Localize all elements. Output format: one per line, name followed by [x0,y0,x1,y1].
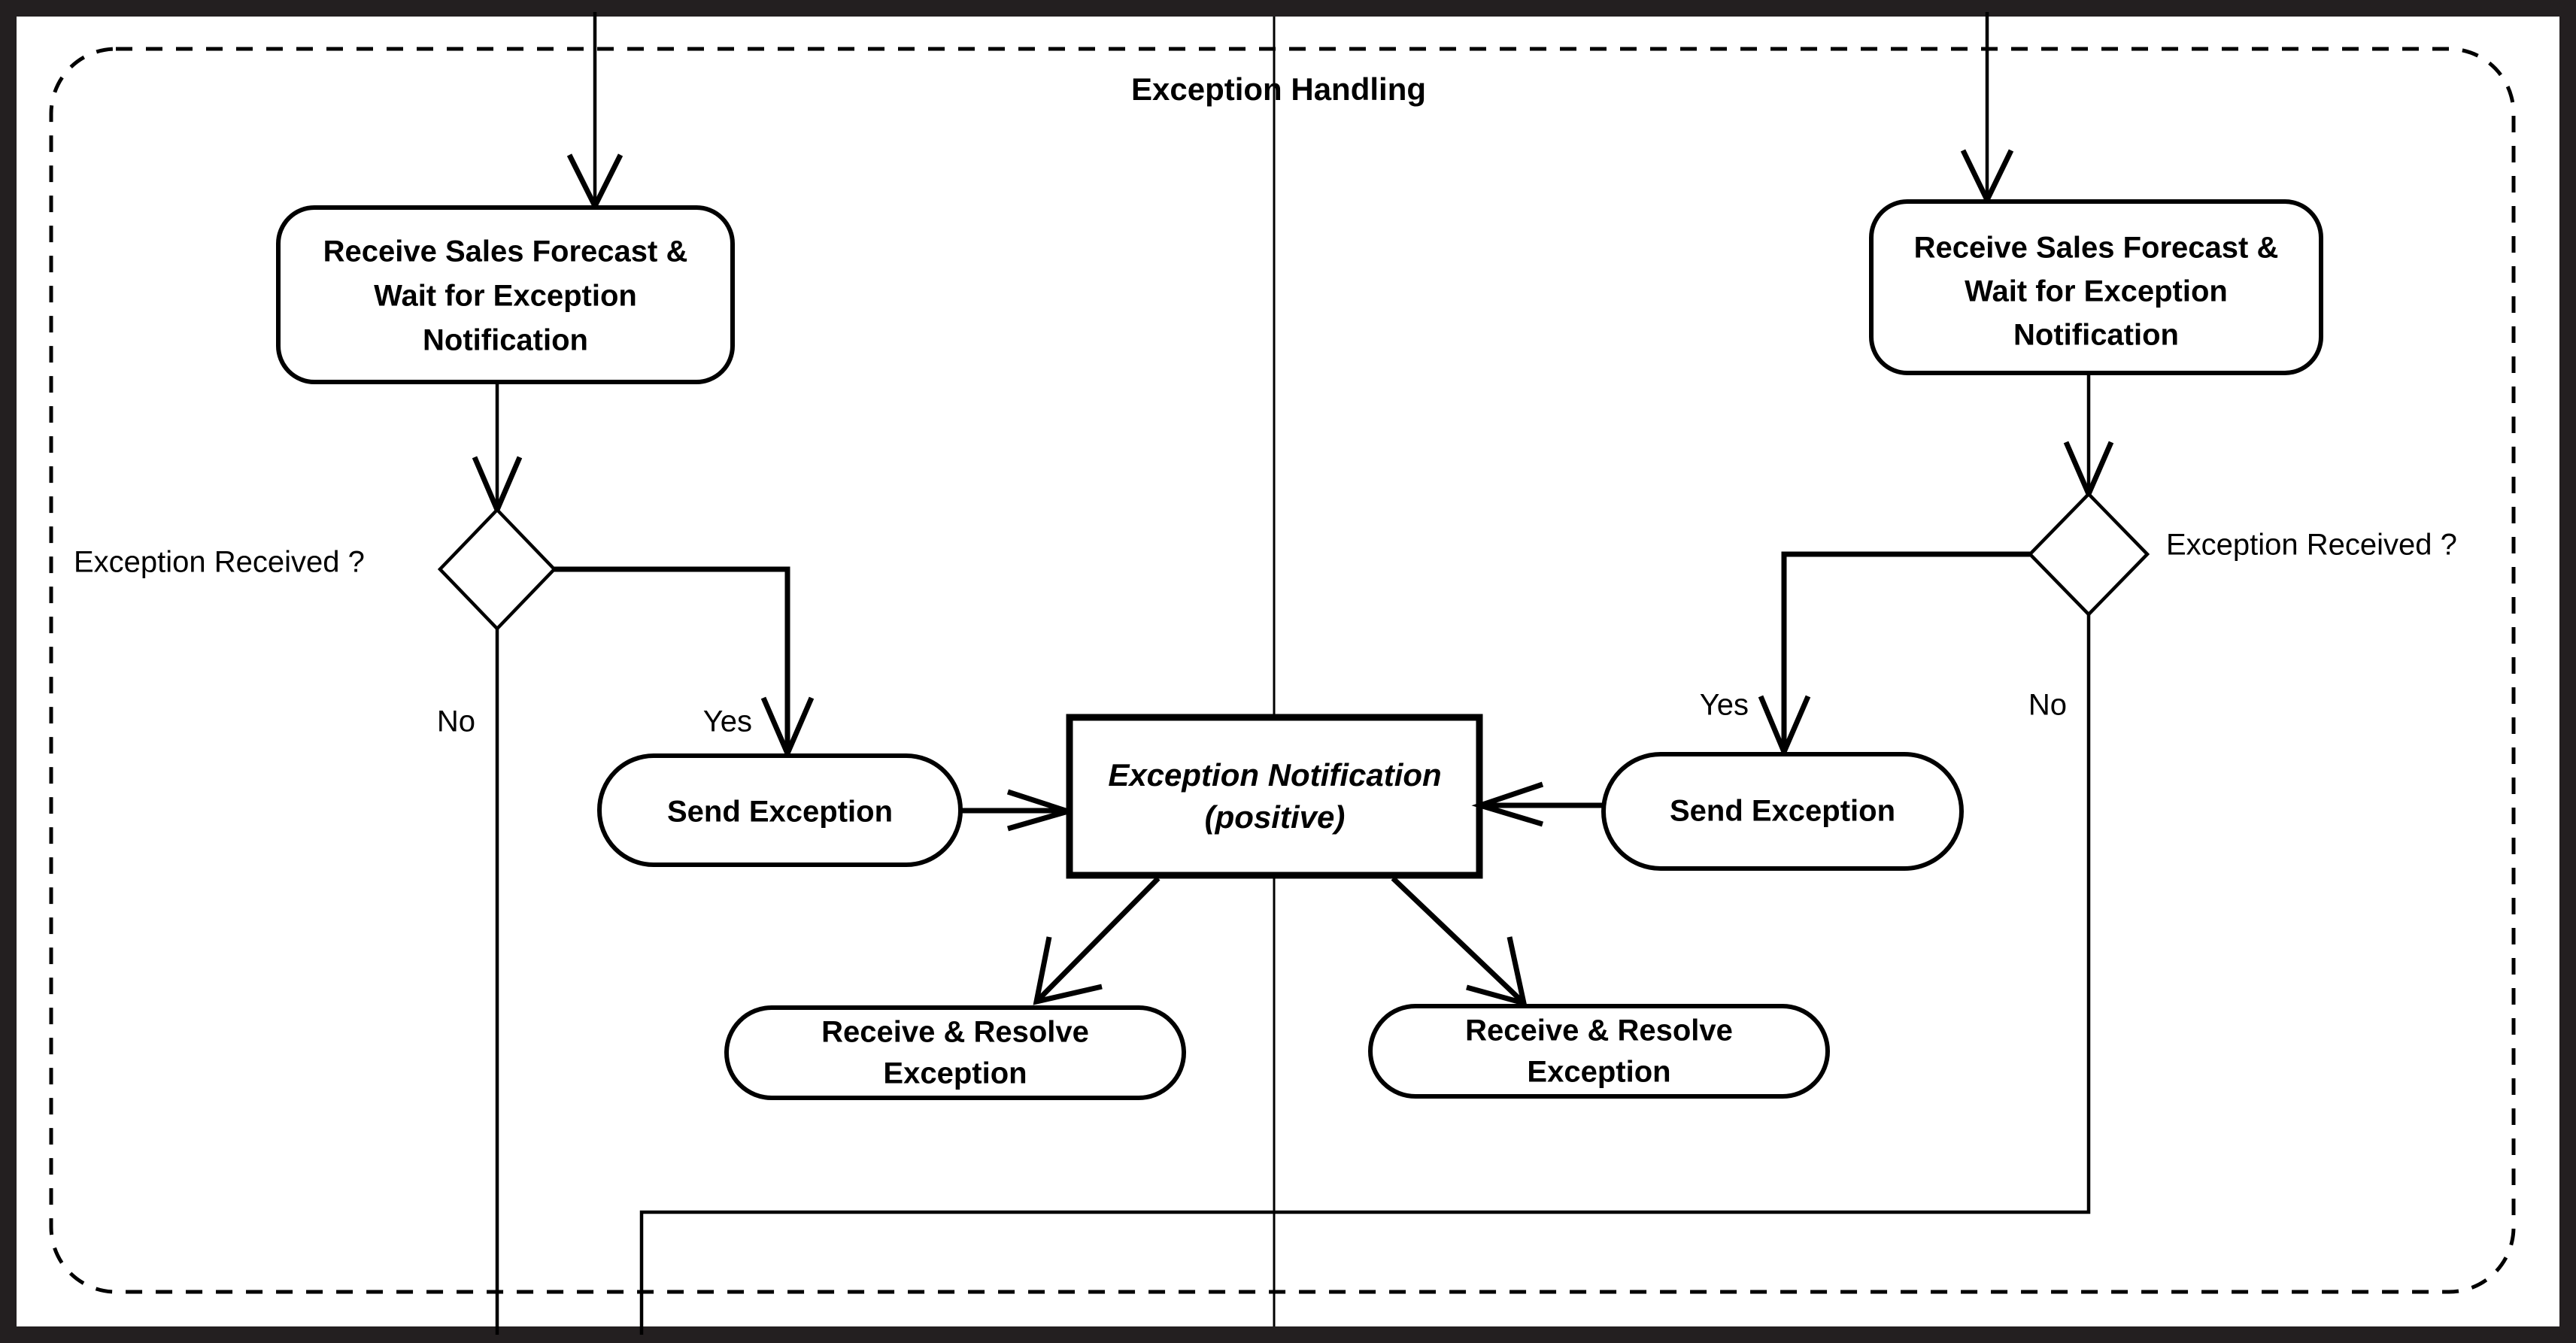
object-exception-notification-line-2: (positive) [1205,799,1346,835]
action-left-receive-line-2: Wait for Exception [374,280,637,313]
action-right-receive-resolve[interactable] [1368,1004,1830,1099]
action-right-send-exception[interactable] [1601,752,1964,871]
action-left-receive-resolve-line-2: Exception [883,1057,1027,1090]
flow-left-yes [554,566,790,752]
decision-left-question: Exception Received ? [74,546,365,579]
flow-object-to-left-resolve [1037,876,1161,1001]
flow-object-to-right-resolve [1391,876,1523,1002]
decision-right-question: Exception Received ? [2166,529,2457,562]
action-right-receive-line-2: Wait for Exception [1965,275,2228,308]
action-left-receive-line-3: Notification [423,324,588,357]
flow-right-yes [1781,551,2030,750]
arrowhead-object-in-right [1471,781,1544,827]
edge-label-left-no: No [437,705,475,738]
action-left-receive-line-1: Receive Sales Forecast & [323,235,688,268]
partition-boundary [49,47,2516,1294]
action-right-receive-line-3: Notification [2013,319,2179,352]
flow-right-no [639,614,2091,1335]
edge-label-right-yes: Yes [1700,689,1749,722]
action-left-send-exception-label: Send Exception [667,796,893,829]
action-right-receive-resolve-line-1: Receive & Resolve [1465,1014,1733,1047]
arrowhead-left-resolve-in [1033,936,1103,1005]
action-left-receive-resolve-line-1: Receive & Resolve [821,1016,1089,1049]
arrowhead-right-resolve-in [1466,936,1528,1007]
action-right-receive-resolve-line-2: Exception [1527,1056,1670,1089]
action-left-receive-resolve[interactable] [724,1005,1186,1100]
action-right-send-exception-label: Send Exception [1670,795,1895,828]
action-left-receive[interactable] [276,205,735,384]
edge-label-right-no: No [2028,689,2067,722]
partition-title: Exception Handling [1131,71,1426,107]
action-right-receive-line-1: Receive Sales Forecast & [1914,232,2279,265]
object-exception-notification[interactable] [1066,714,1483,879]
object-exception-notification-line-1: Exception Notification [1108,757,1441,793]
action-right-receive[interactable] [1869,199,2323,375]
edge-label-left-yes: Yes [703,705,752,738]
